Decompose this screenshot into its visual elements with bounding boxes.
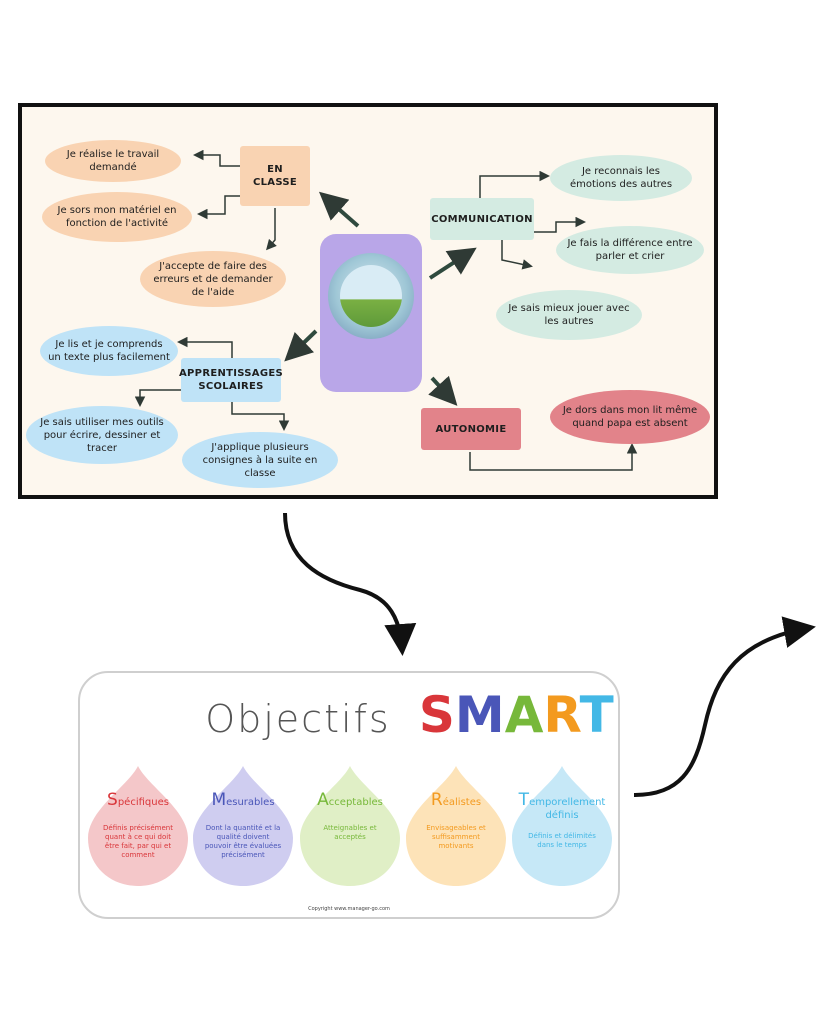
copyright-text: Copyright www.manager-go.com bbox=[308, 906, 390, 912]
drop-description: Envisageables et suffisamment motivants bbox=[426, 824, 486, 850]
drop-initial: T bbox=[518, 790, 530, 810]
drop-title-rest: emporellement définis bbox=[529, 797, 606, 821]
connector-en-classe-1 bbox=[193, 149, 240, 167]
landscape-icon bbox=[340, 265, 402, 327]
smart-letter-t: T bbox=[579, 686, 614, 744]
hub-arrow-communication bbox=[428, 247, 477, 280]
connector-apprentissages-3 bbox=[231, 400, 290, 431]
connector-communication-3 bbox=[501, 240, 533, 270]
node-apprentissages-scolaires: APPRENTISSAGES SCOLAIRES bbox=[179, 358, 283, 402]
drop-title-rest: cceptables bbox=[328, 797, 383, 808]
drop-title: Temporellement définis bbox=[510, 790, 614, 821]
drop-title: Réalistes bbox=[404, 790, 508, 810]
node-autonomie: AUTONOMIE bbox=[421, 408, 521, 450]
node-en-classe: EN CLASSE bbox=[240, 146, 310, 206]
smart-letter-m: M bbox=[454, 686, 505, 744]
item-communication-1: Je reconnais les émotions des autres bbox=[550, 155, 692, 201]
connector-autonomie-1 bbox=[469, 443, 638, 471]
drop-shape bbox=[193, 766, 293, 886]
connector-communication-1 bbox=[479, 170, 550, 200]
connector-en-classe-2 bbox=[197, 195, 240, 220]
drop-initial: S bbox=[107, 790, 118, 810]
drop-title-rest: pécifiques bbox=[117, 797, 169, 808]
drop-description: Définis et délimités dans le temps bbox=[528, 832, 596, 849]
drop-description: Atteignables et acceptés bbox=[323, 824, 377, 841]
drop-title: Mesurables bbox=[191, 790, 295, 810]
node-communication: COMMUNICATION bbox=[430, 198, 534, 240]
drop-title-rest: esurables bbox=[226, 797, 275, 808]
item-apprentissages-3: J'applique plusieurs consignes à la suit… bbox=[182, 432, 338, 488]
drop-shape bbox=[406, 766, 506, 886]
smart-acronym: SMART bbox=[419, 686, 614, 744]
drop-initial: A bbox=[317, 790, 329, 810]
smart-title-prefix: Objectifs bbox=[205, 697, 391, 741]
item-communication-3: Je sais mieux jouer avec les autres bbox=[496, 290, 642, 340]
smart-letter-r: R bbox=[543, 686, 580, 744]
smart-title: Objectifs SMART bbox=[0, 686, 819, 744]
hub-arrow-autonomie bbox=[428, 375, 458, 406]
item-apprentissages-1: Je lis et je comprends un texte plus fac… bbox=[40, 326, 178, 376]
flow-arrow-down bbox=[283, 512, 417, 656]
item-en-classe-1: Je réalise le travail demandé bbox=[45, 140, 181, 182]
drop-initial: R bbox=[430, 790, 443, 810]
drop-shape bbox=[88, 766, 188, 886]
drop-description: Dont la quantité et la qualité doivent p… bbox=[204, 824, 282, 859]
connector-apprentissages-1 bbox=[177, 336, 233, 362]
item-autonomie-1: Je dors dans mon lit même quand papa est… bbox=[550, 390, 710, 444]
item-en-classe-2: Je sors mon matériel en fonction de l'ac… bbox=[42, 192, 192, 242]
drop-title: Acceptables bbox=[298, 790, 402, 810]
drop-initial: M bbox=[211, 790, 227, 810]
hub-arrow-apprentissages bbox=[284, 329, 318, 362]
item-communication-2: Je fais la différence entre parler et cr… bbox=[556, 226, 704, 274]
smart-letter-s: S bbox=[418, 686, 455, 744]
item-en-classe-3: J'accepte de faire des erreurs et de dem… bbox=[140, 251, 286, 307]
item-apprentissages-2: Je sais utiliser mes outils pour écrire,… bbox=[26, 406, 178, 464]
smart-letter-a: A bbox=[504, 686, 544, 744]
connector-apprentissages-2 bbox=[134, 389, 185, 407]
drop-description: Définis précisément quant à ce qui doit … bbox=[103, 824, 173, 859]
connector-en-classe-3 bbox=[266, 208, 277, 251]
drop-shape bbox=[512, 766, 612, 886]
connector-communication-2 bbox=[534, 216, 586, 233]
hub-arrow-en-classe bbox=[318, 191, 360, 228]
drop-title: Spécifiques bbox=[86, 790, 190, 810]
drop-title-rest: éalistes bbox=[442, 797, 482, 808]
flow-arrow-right bbox=[633, 616, 816, 797]
drop-shape bbox=[300, 766, 400, 886]
